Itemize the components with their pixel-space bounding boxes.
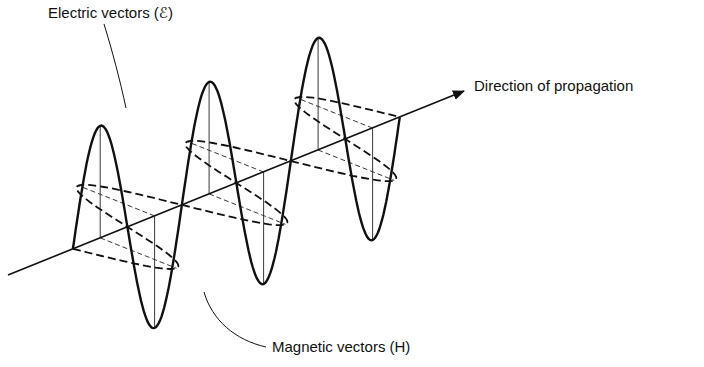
electric-vector	[263, 172, 264, 284]
magnetic-label: Magnetic vectors (H)	[270, 338, 412, 356]
electric-vector	[372, 128, 373, 240]
electric-vector	[154, 216, 155, 328]
electric-wave	[73, 38, 400, 328]
electric-vector	[318, 38, 319, 150]
electric-label: Electric vectors (ℰ)	[46, 4, 175, 22]
electric-vector	[209, 82, 210, 194]
leader-line	[104, 24, 126, 108]
electric-vector	[100, 126, 101, 238]
leader-line	[204, 292, 266, 347]
axis-label: Direction of propagation	[472, 77, 635, 95]
